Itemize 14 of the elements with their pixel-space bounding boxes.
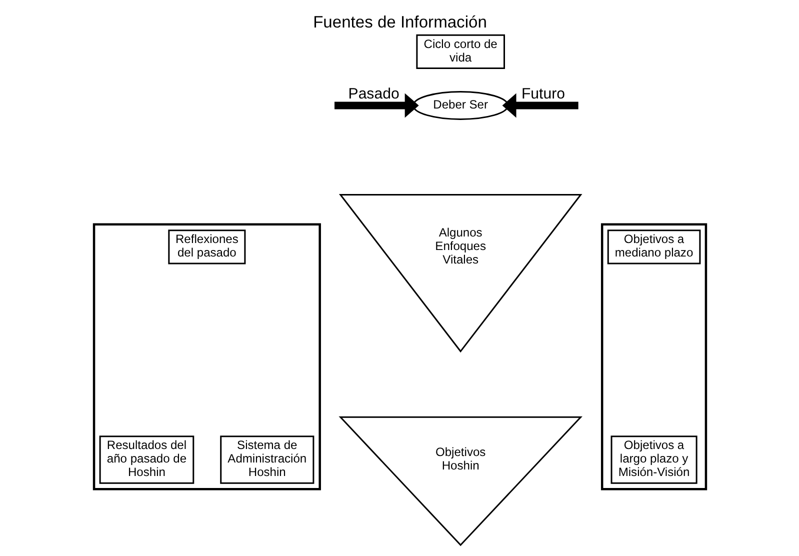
node-ellipse: Deber Ser bbox=[412, 90, 508, 120]
edge-label: Futuro bbox=[520, 86, 564, 103]
node-box: Objetivos a largo plazo y Misión-Visión bbox=[610, 436, 697, 484]
arrow bbox=[334, 93, 418, 118]
cluster bbox=[92, 223, 320, 490]
arrow bbox=[502, 93, 578, 118]
node-box: Reflexiones del pasado bbox=[168, 230, 246, 264]
edge-label: Pasado bbox=[348, 86, 399, 103]
diagram-title: Fuentes de Información bbox=[312, 12, 486, 32]
cluster bbox=[600, 223, 707, 490]
node-box: Ciclo corto de vida bbox=[416, 34, 504, 70]
node-box: Objetivos a mediano plazo bbox=[606, 230, 700, 264]
node-box: Sistema de Administración Hoshin bbox=[220, 436, 314, 484]
node-box: Resultados del año pasado de Hoshin bbox=[98, 436, 194, 484]
